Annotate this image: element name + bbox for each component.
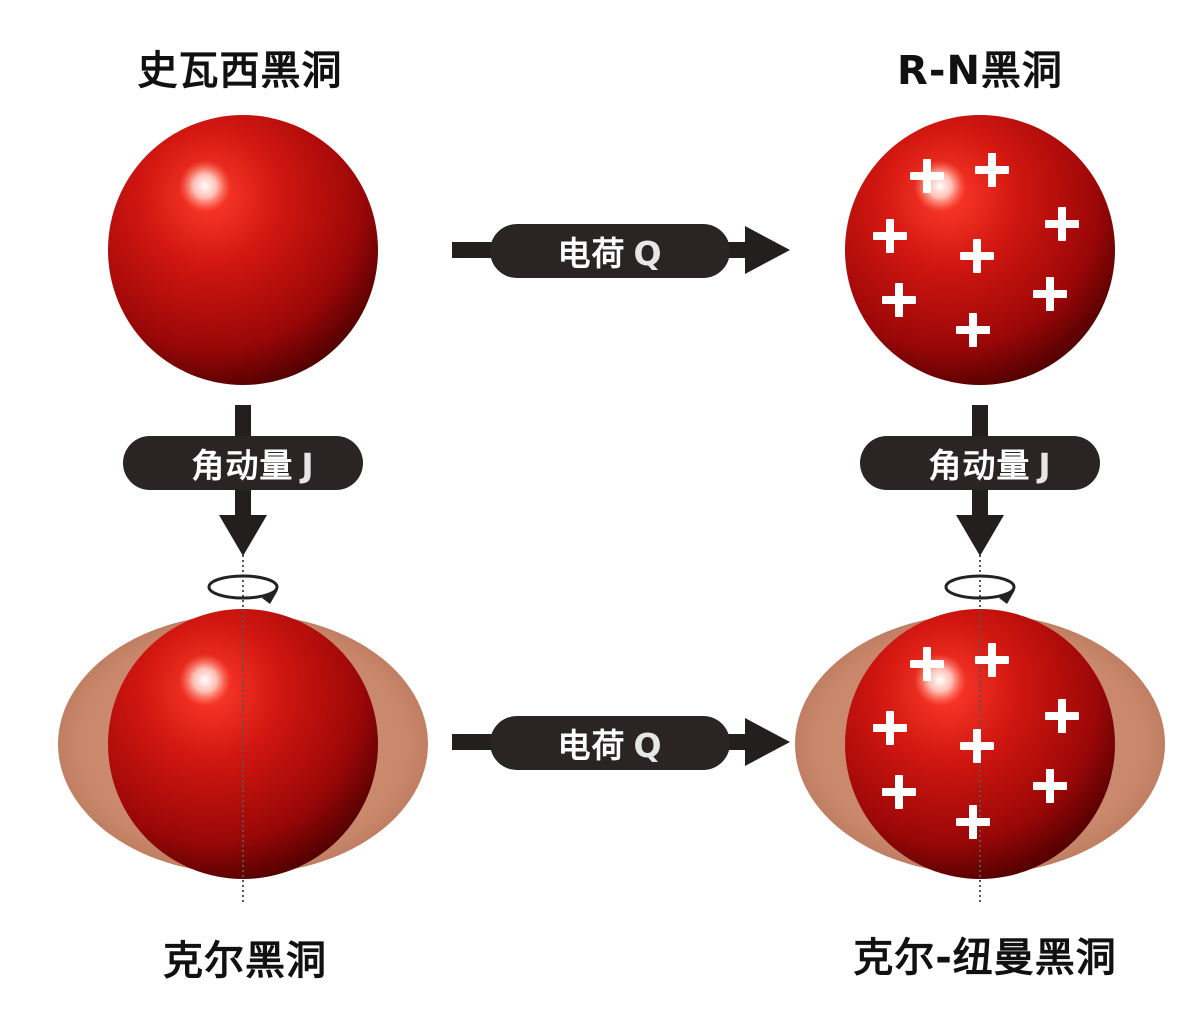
bottom-charge-label-text: 电荷 [557,726,626,765]
left-angular-arrow [123,405,363,556]
right-angular-arrow [860,405,1100,556]
top-charge-label-text: 电荷 [557,234,626,273]
title-kerr-newman: 克尔-纽曼黑洞 [853,935,1117,981]
right-angular-label-text: 角动量 [928,446,1031,485]
bottom-charge-symbol: Q [633,726,663,765]
top-charge-arrow [452,224,790,278]
top-charge-symbol: Q [633,234,663,273]
bottom-charge-arrow [452,716,790,770]
kerr-sphere [108,609,378,879]
left-angular-label-text: 角动量 [191,446,294,485]
kn-rotation-icon [944,574,1016,604]
title-kerr: 克尔黑洞 [163,938,327,984]
title-schwarzschild: 史瓦西黑洞 [137,48,343,94]
schwarzschild-sphere [108,115,378,385]
kerr-rotation-icon [207,574,279,604]
title-reissner-nordstrom: R-N黑洞 [897,48,1063,94]
left-angular-symbol: J [301,446,315,485]
right-angular-symbol: J [1038,446,1052,485]
